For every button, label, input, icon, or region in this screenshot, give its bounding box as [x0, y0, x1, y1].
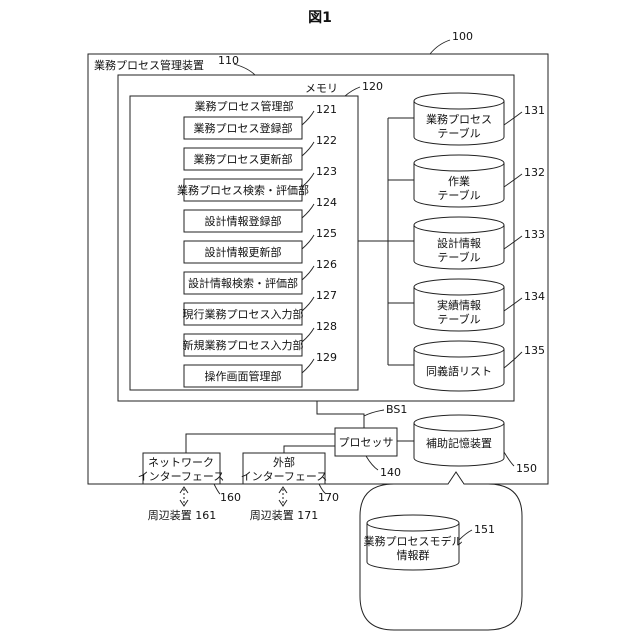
table-ref: 133 [524, 228, 545, 241]
unit-ref: 122 [316, 134, 337, 147]
peripheral-1-label: 周辺装置 161 [148, 509, 217, 522]
external-if-line1: 外部 [273, 455, 295, 469]
peripheral-2-arrow [279, 487, 287, 506]
external-if-line2: インターフェース [241, 470, 328, 483]
apparatus-ref: 100 [452, 30, 473, 43]
unit-label: 現行業務プロセス入力部 [183, 307, 304, 321]
unit-ref: 126 [316, 258, 337, 271]
model-info-line2: 情報群 [397, 548, 430, 562]
unit-ref: 127 [316, 289, 337, 302]
network-if-ref: 160 [220, 491, 241, 504]
unit-ref: 123 [316, 165, 337, 178]
unit-ref: 124 [316, 196, 337, 209]
unit-label: 設計情報更新部 [205, 245, 282, 259]
cylinder-top [414, 415, 504, 431]
table-label-line2: テーブル [437, 126, 480, 140]
table-ref: 132 [524, 166, 545, 179]
peripheral-1-arrow [180, 487, 188, 506]
apparatus-label: 業務プロセス管理装置 [94, 58, 204, 72]
processor-label: プロセッサ [339, 436, 394, 449]
cylinder-top [367, 515, 459, 531]
unit-label: 業務プロセス検索・評価部 [177, 183, 309, 197]
unit-label: 業務プロセス更新部 [194, 152, 293, 166]
network-if-line1: ネットワーク [148, 456, 214, 469]
model-info-ref: 151 [474, 523, 495, 536]
network-if-line2: インターフェース [138, 470, 225, 483]
unit-label: 操作画面管理部 [205, 369, 282, 383]
table-label-line2: テーブル [437, 188, 480, 202]
memory-sub-ref: 120 [362, 80, 383, 93]
unit-label: 新規業務プロセス入力部 [183, 338, 304, 352]
table-label-line1: 業務プロセス [426, 112, 492, 126]
storage-label: 補助記憶装置 [426, 436, 492, 450]
table-ref: 135 [524, 344, 545, 357]
cylinder-top [414, 155, 504, 171]
table-label-line2: テーブル [437, 250, 480, 264]
unit-ref: 128 [316, 320, 337, 333]
memory-label: メモリ [305, 82, 338, 95]
table-ref: 134 [524, 290, 545, 303]
peripheral-2-label: 周辺装置 171 [250, 509, 319, 522]
unit-ref: 125 [316, 227, 337, 240]
cylinder-top [414, 217, 504, 233]
processor-ref: 140 [380, 466, 401, 479]
memory-ref: 110 [218, 54, 239, 67]
table-ref: 131 [524, 104, 545, 117]
cylinder-top [414, 93, 504, 109]
table-label-line1: 設計情報 [437, 236, 481, 250]
manager-label: 業務プロセス管理部 [195, 99, 294, 113]
unit-label: 設計情報検索・評価部 [188, 276, 298, 290]
table-label-line1: 同義語リスト [426, 364, 492, 378]
apparatus-ref-leader [430, 40, 450, 54]
table-label-line1: 実績情報 [437, 298, 481, 312]
table-label-line2: テーブル [437, 312, 480, 326]
storage-ref: 150 [516, 462, 537, 475]
external-if-ref: 170 [318, 491, 339, 504]
bus-label: BS1 [386, 403, 407, 416]
unit-ref: 129 [316, 351, 337, 364]
model-info-line1: 業務プロセスモデル [364, 534, 463, 548]
figure-title: 図1 [308, 10, 332, 26]
unit-ref: 121 [316, 103, 337, 116]
cylinder-top [414, 279, 504, 295]
unit-label: 業務プロセス登録部 [194, 121, 293, 135]
cylinder-top [414, 341, 504, 357]
unit-label: 設計情報登録部 [205, 214, 282, 228]
table-label-line1: 作業 [448, 175, 470, 188]
